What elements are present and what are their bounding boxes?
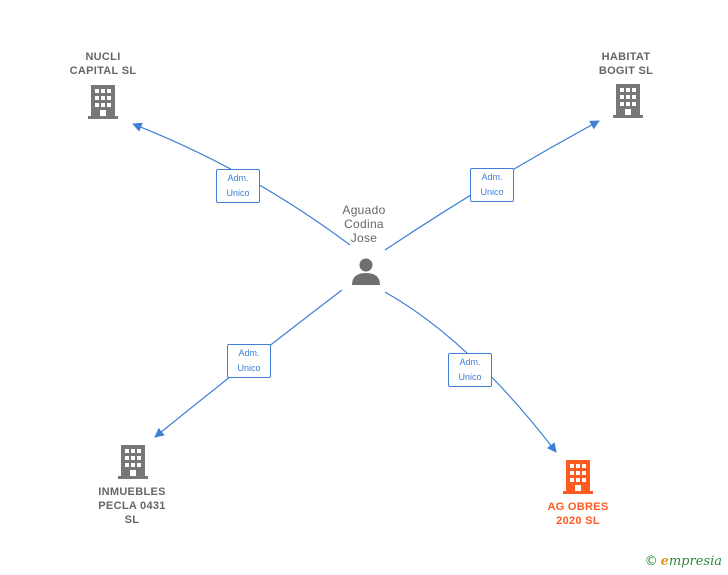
edge-label-habitat: Adm. Unico <box>470 168 514 202</box>
brand-name: mpresia <box>668 554 722 569</box>
company-label-nucli[interactable]: NUCLI CAPITAL SL <box>69 51 137 77</box>
company-label-inmuebles[interactable]: INMUEBLES PECLA 0431 SL <box>98 486 166 526</box>
brand-initial: e <box>660 554 669 569</box>
edge-label-nucli: Adm. Unico <box>216 169 260 203</box>
building-icon[interactable] <box>563 460 593 494</box>
building-icon[interactable] <box>613 84 643 118</box>
building-icon[interactable] <box>118 445 148 479</box>
person-label[interactable]: Aguado Codina Jose <box>342 203 386 245</box>
edge-label-agobres: Adm. Unico <box>448 353 492 387</box>
edge-label-inmuebles: Adm. Unico <box>227 344 271 378</box>
company-label-habitat[interactable]: HABITAT BOGIT SL <box>598 51 654 77</box>
building-icon[interactable] <box>88 85 118 119</box>
copyright-icon: © <box>644 554 658 569</box>
company-label-agobres[interactable]: AG OBRES 2020 SL <box>547 501 609 527</box>
person-icon[interactable] <box>352 258 380 286</box>
brand-logo: ©empresia <box>645 554 722 569</box>
